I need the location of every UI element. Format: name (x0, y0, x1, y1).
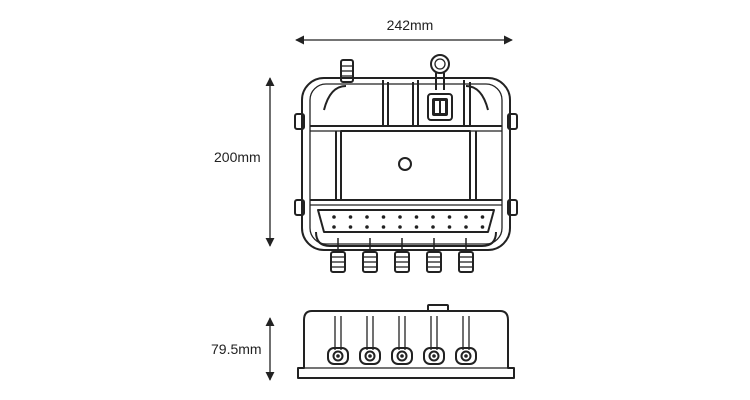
enclosure-outline (301, 77, 511, 251)
bottom-glands (330, 238, 474, 273)
usb-port-right (441, 101, 445, 113)
terminal-dot (348, 225, 353, 229)
side-connector (391, 316, 413, 365)
terminal-dot (464, 225, 468, 229)
terminal-dot (365, 215, 369, 219)
usb-socket (427, 54, 453, 121)
terminal-dot (414, 215, 419, 219)
terminal-dot (480, 225, 485, 229)
terminal-dot (447, 225, 452, 229)
side-connector (455, 316, 477, 365)
side-body-outline (297, 310, 515, 379)
terminal-dot (398, 225, 402, 229)
terminal-dot (381, 225, 386, 229)
side-gland-center (464, 354, 468, 358)
mount-tab-bottom-right (507, 199, 518, 216)
terminal-dot (398, 215, 402, 219)
right-upper-rib (465, 85, 489, 111)
depth-dimension-label: 79.5mm (211, 341, 262, 357)
usb-port-left (435, 101, 439, 113)
side-gland-center (432, 354, 436, 358)
terminal-dot (480, 215, 485, 219)
side-gland-ring (364, 350, 376, 362)
side-gland-center (336, 354, 340, 358)
front-view (294, 54, 518, 273)
usb-cap-inner (434, 58, 446, 70)
terminal-dot (365, 225, 369, 229)
usb-port-frame (432, 98, 448, 116)
mount-tab-bottom-left (294, 199, 305, 216)
usb-cap-strap (435, 73, 445, 90)
terminal-tray (317, 209, 495, 233)
width-dimension: 242mm (295, 17, 513, 45)
side-gland-face (423, 347, 445, 365)
side-view (297, 304, 515, 379)
usb-cap (430, 54, 450, 74)
terminal-dot (447, 215, 452, 219)
terminal-dot (332, 215, 336, 219)
top-cable-gland (340, 59, 354, 83)
side-connector (359, 316, 381, 365)
left-upper-rib (323, 85, 347, 111)
side-gland-center (368, 354, 372, 358)
side-gland-face (359, 347, 381, 365)
side-gland-ring (428, 350, 440, 362)
bottom-cable-gland (458, 238, 474, 273)
side-connector (423, 316, 445, 365)
terminal-dot (332, 225, 336, 229)
mount-tab-top-left (294, 113, 305, 130)
side-connectors (327, 316, 477, 365)
terminal-dots (332, 215, 485, 229)
side-gland-ring (332, 350, 344, 362)
terminal-dot (464, 215, 468, 219)
bottom-cable-gland (394, 238, 410, 273)
side-gland-ring (460, 350, 472, 362)
enclosure-inner-outline (309, 83, 503, 245)
bottom-cable-gland (362, 238, 378, 273)
side-gland-face (391, 347, 413, 365)
side-gland-face (455, 347, 477, 365)
terminal-dot (431, 225, 435, 229)
center-screw-hole (398, 157, 412, 171)
terminal-dot (414, 225, 419, 229)
side-connector (327, 316, 349, 365)
height-dimension-label: 200mm (214, 149, 261, 165)
height-dimension: 200mm (214, 77, 275, 247)
depth-dimension: 79.5mm (211, 317, 275, 381)
terminal-dot (381, 215, 386, 219)
side-gland-center (400, 354, 404, 358)
bottom-cable-gland (426, 238, 442, 273)
side-gland-ring (396, 350, 408, 362)
usb-bezel (427, 93, 453, 121)
terminal-dot (348, 215, 353, 219)
terminal-dot (431, 215, 435, 219)
side-gland-face (327, 347, 349, 365)
mount-tab-top-right (507, 113, 518, 130)
width-dimension-label: 242mm (387, 17, 434, 33)
center-panel (340, 130, 471, 201)
bottom-cable-gland (330, 238, 346, 273)
bottom-lip (315, 231, 497, 247)
